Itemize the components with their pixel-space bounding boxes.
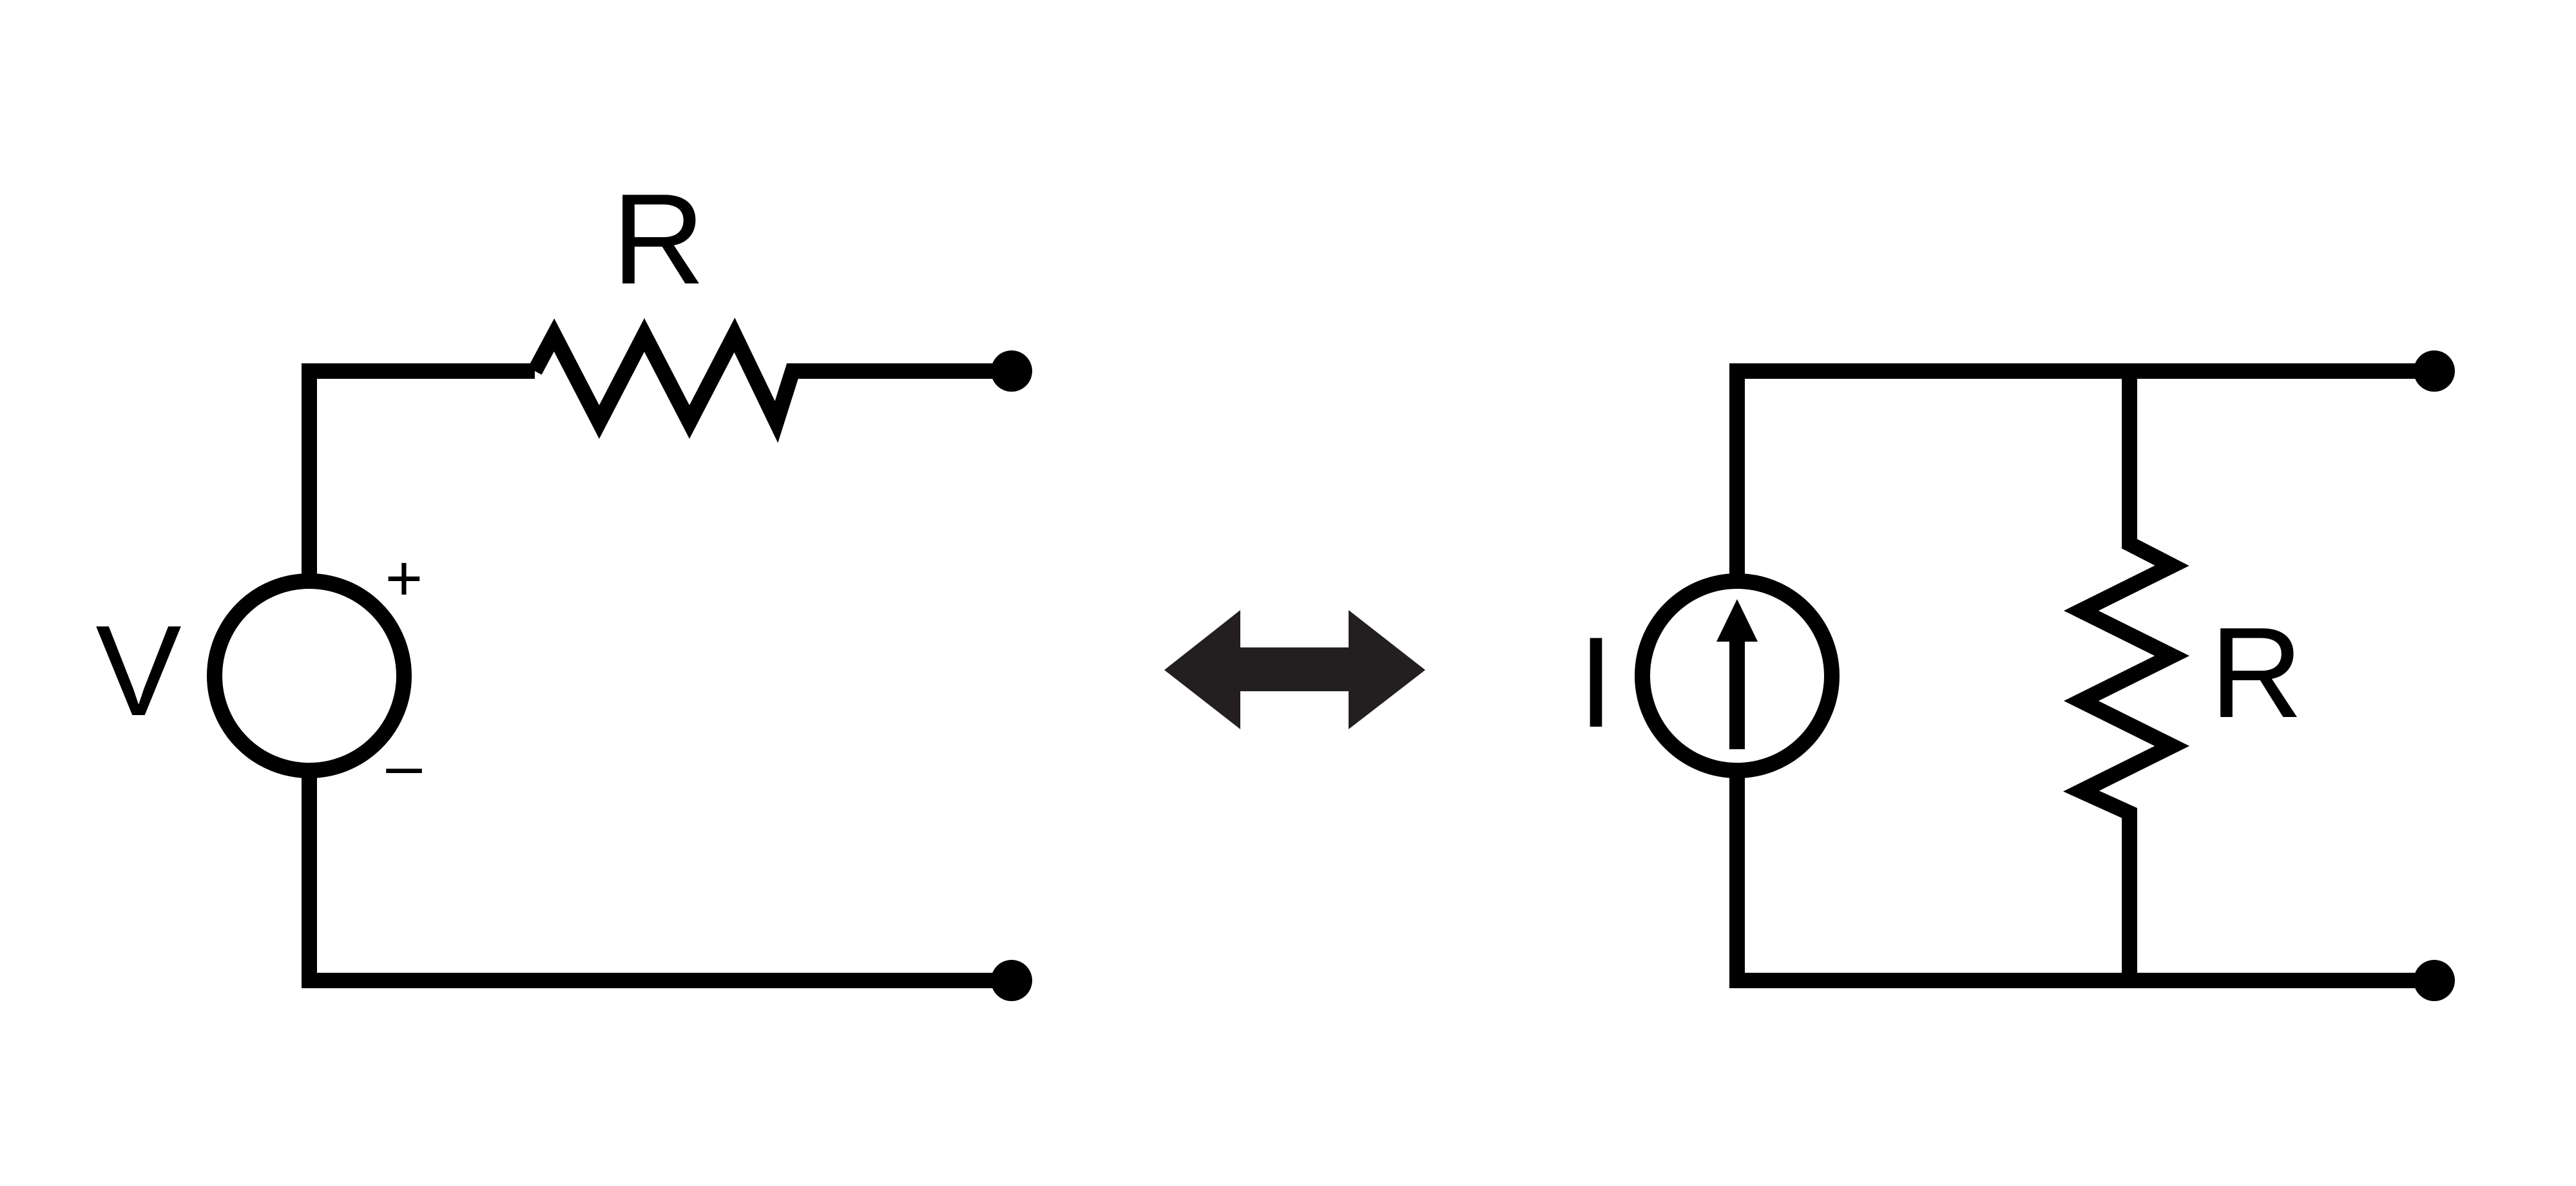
right-bottom-terminal[interactable] xyxy=(2414,960,2455,1001)
left-circuit: V R + – xyxy=(95,167,1032,1001)
right-circuit: I R xyxy=(1578,350,2455,1001)
equivalence-arrow xyxy=(1164,610,1425,729)
plus-sign: + xyxy=(385,542,423,615)
current-source-circle xyxy=(1635,573,1840,778)
current-arrow-head-icon xyxy=(1716,599,1758,642)
voltage-source-circle xyxy=(207,573,412,778)
current-source-label: I xyxy=(1578,611,1614,754)
left-resistor-label: R xyxy=(612,167,705,311)
right-top-terminal[interactable] xyxy=(2414,350,2455,392)
left-bottom-terminal[interactable] xyxy=(991,960,1032,1001)
double-headed-arrow-icon xyxy=(1164,610,1425,729)
right-top-wire xyxy=(1729,363,2434,581)
left-bottom-wire xyxy=(302,772,1012,988)
right-resistor-label: R xyxy=(2210,601,2303,745)
left-resistor-zigzag xyxy=(528,318,1012,443)
voltage-source-label: V xyxy=(95,599,181,743)
left-top-wire xyxy=(302,363,535,581)
left-top-terminal[interactable] xyxy=(991,350,1032,392)
right-bottom-wire xyxy=(1729,772,2434,988)
minus-sign: – xyxy=(386,729,422,801)
right-resistor-zigzag xyxy=(2063,371,2189,980)
